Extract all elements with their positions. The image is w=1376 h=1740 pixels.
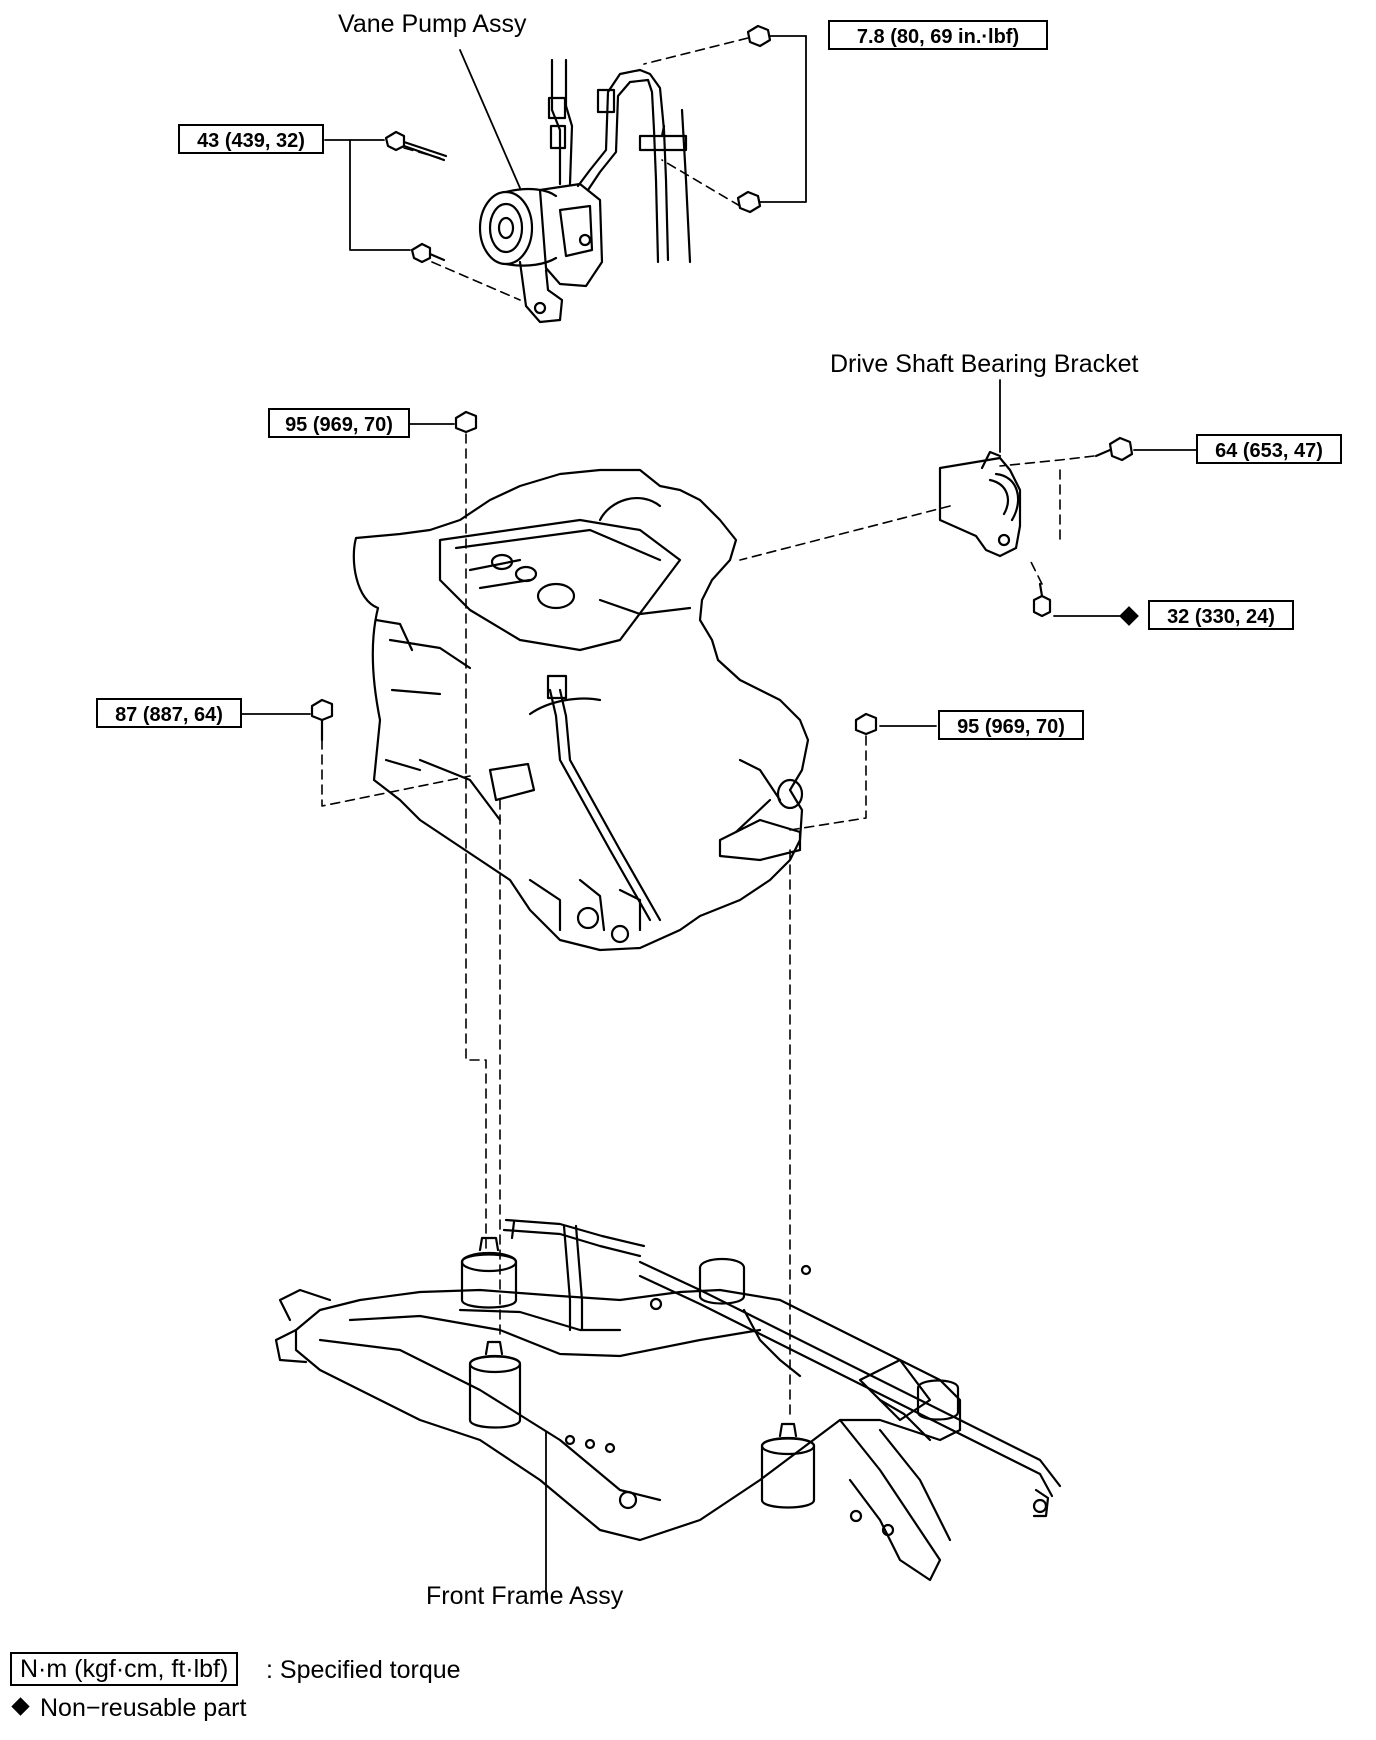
assembly-lines bbox=[321, 37, 1095, 1421]
leader-lines bbox=[239, 35, 1197, 1601]
front-frame-label: Front Frame Assy bbox=[426, 1582, 624, 1610]
engine-mount-fasteners bbox=[310, 410, 878, 742]
legend-non-reusable: Non−reusable part bbox=[40, 1694, 247, 1722]
torque-pump-bolts: 43 (439, 32) bbox=[178, 124, 324, 154]
front-frame-assy bbox=[274, 1218, 1062, 1582]
drive-shaft-bracket-label: Drive Shaft Bearing Bracket bbox=[830, 350, 1139, 378]
engine-assy bbox=[352, 468, 810, 952]
torque-left-mount-bolt: 87 (887, 64) bbox=[96, 698, 242, 728]
torque-bracket-bolt: 64 (653, 47) bbox=[1196, 434, 1342, 464]
legend-unit-box: N·m (kgf·cm, ft·lbf) bbox=[10, 1652, 239, 1686]
torque-right-mount-nut: 95 (969, 70) bbox=[938, 710, 1084, 740]
drive-shaft-bearing-bracket bbox=[938, 436, 1134, 618]
torque-bracket-lower-bolt: 32 (330, 24) bbox=[1148, 600, 1294, 630]
legend-unit-description: : Specified torque bbox=[266, 1656, 461, 1684]
torque-pipe-nuts: 7.8 (80, 69 in.·lbf) bbox=[828, 20, 1048, 50]
vane-pump-assy bbox=[384, 24, 772, 324]
vane-pump-label: Vane Pump Assy bbox=[338, 10, 527, 38]
torque-top-left-nut: 95 (969, 70) bbox=[268, 408, 410, 438]
